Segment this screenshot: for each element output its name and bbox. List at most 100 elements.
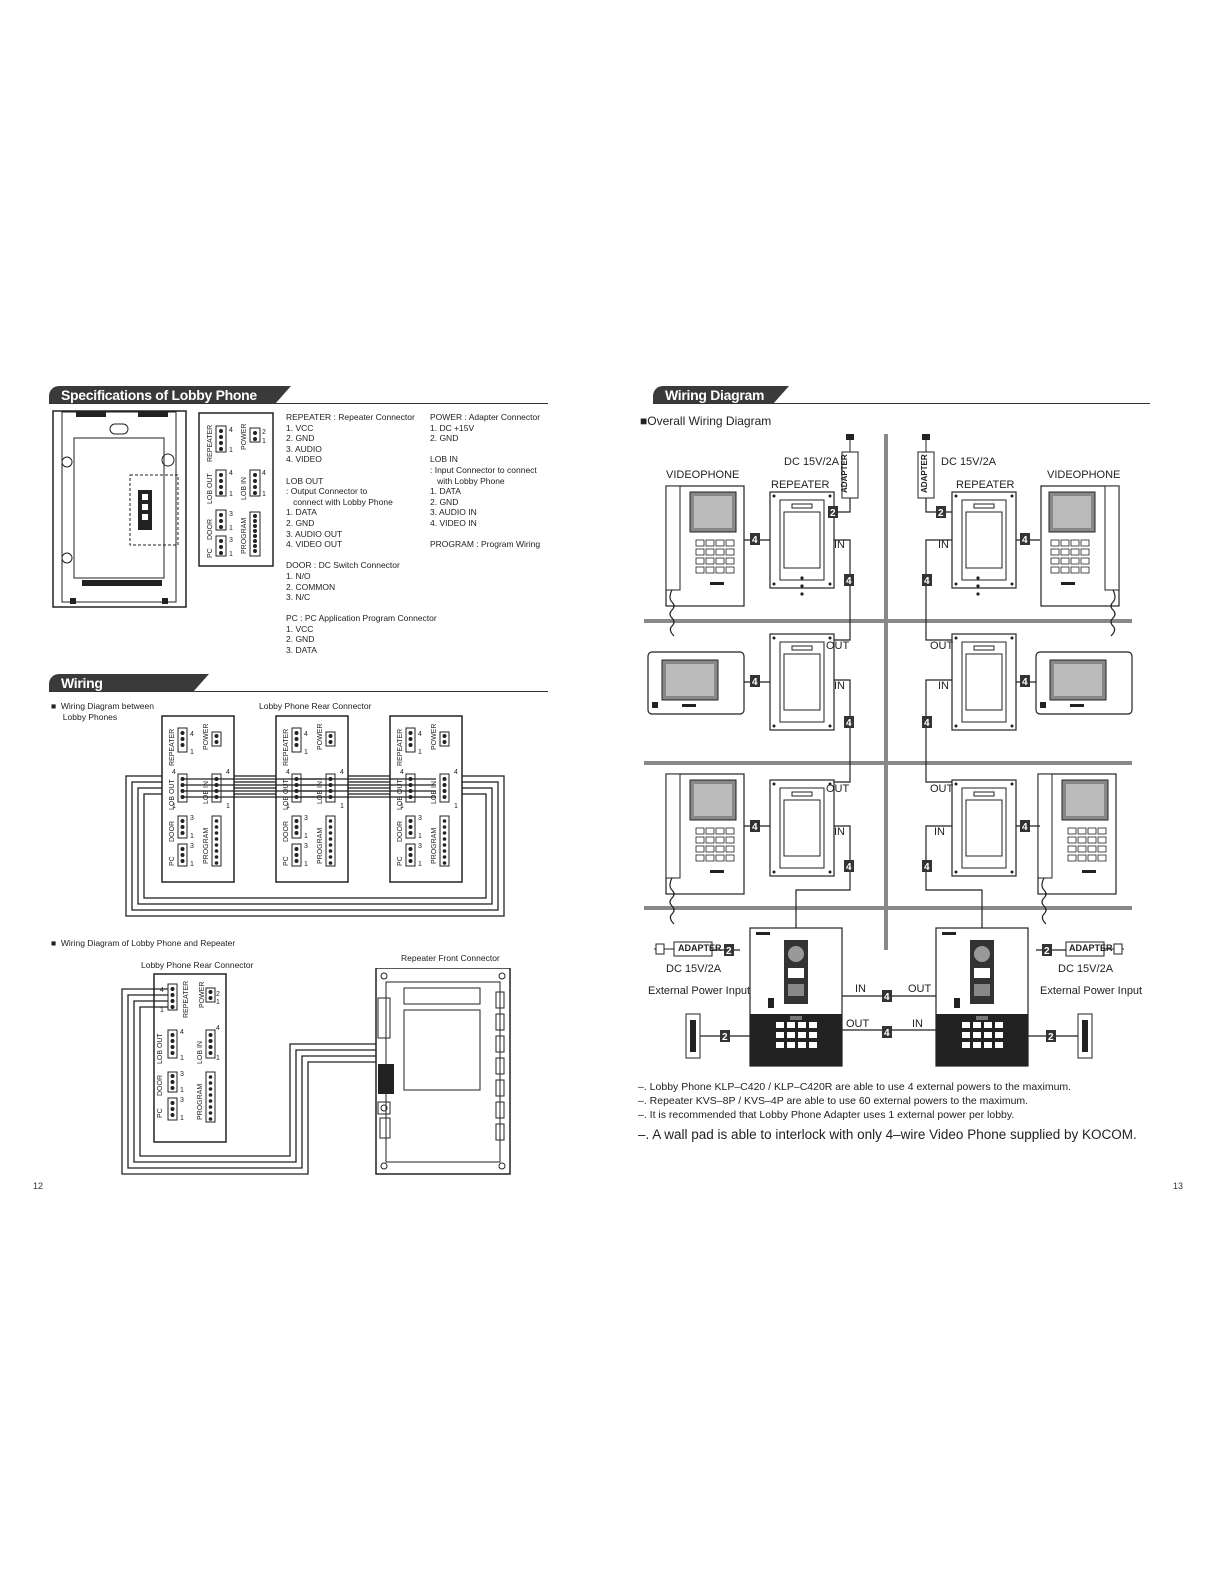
svg-text:DOOR: DOOR (169, 821, 176, 842)
svg-text:1: 1 (304, 749, 308, 756)
svg-text:3: 3 (304, 815, 308, 822)
svg-text:4: 4 (180, 1029, 184, 1036)
svg-text:POWER: POWER (241, 424, 248, 450)
svg-text:4: 4 (752, 677, 758, 688)
svg-text:REPEATER: REPEATER (207, 425, 214, 462)
svg-text:POWER: POWER (317, 724, 324, 750)
note-3: –. It is recommended that Lobby Phone Ad… (638, 1109, 1015, 1121)
spec-line: connect with Lobby Phone (286, 496, 393, 507)
svg-text:4: 4 (1022, 822, 1028, 833)
section-rule (653, 403, 1150, 404)
spec-line: 4. VIDEO OUT (286, 539, 343, 550)
label-in-bottom: IN (855, 983, 866, 995)
lobby-phone-chain-diagram: REPEATER POWER LOB OUT LOB IN DOOR PC PR… (125, 715, 505, 917)
lobby-repeater-wiring-diagram: REPEATER POWER LOB OUT LOB IN DOOR PC PR… (121, 968, 511, 1175)
svg-text:PROGRAM: PROGRAM (241, 518, 248, 554)
svg-text:3: 3 (180, 1097, 184, 1104)
rear-connector-label-2: Lobby Phone Rear Connector (141, 960, 254, 970)
spec-line: 3. AUDIO IN (430, 507, 477, 518)
svg-text:4: 4 (229, 470, 233, 477)
svg-text:1: 1 (454, 803, 458, 810)
svg-text:1: 1 (180, 1055, 184, 1062)
svg-text:4: 4 (846, 576, 852, 587)
svg-text:2: 2 (1044, 946, 1050, 957)
spec-line: 1. DATA (430, 486, 461, 497)
svg-text:3: 3 (190, 843, 194, 850)
section-title-terminal-spec: Specifications of Lobby Phone Terminal (49, 386, 291, 421)
svg-text:4: 4 (286, 769, 290, 776)
label-out: OUT (930, 783, 954, 795)
svg-text:POWER: POWER (199, 982, 206, 1008)
note-1: –. Lobby Phone KLP–C420 / KLP–C420R are … (638, 1081, 1072, 1093)
svg-text:1: 1 (180, 1115, 184, 1122)
spec-line: 1. N/O (286, 570, 311, 581)
svg-text:4: 4 (884, 992, 890, 1003)
svg-text:4: 4 (160, 987, 164, 994)
label-out: OUT (930, 640, 954, 652)
svg-text:PC: PC (157, 1108, 164, 1118)
svg-text:1: 1 (286, 803, 290, 810)
svg-text:1: 1 (180, 1087, 184, 1094)
svg-text:2: 2 (722, 1032, 728, 1043)
svg-text:1: 1 (400, 803, 404, 810)
label-out: OUT (826, 783, 850, 795)
svg-text:PC: PC (283, 856, 290, 866)
svg-text:1: 1 (190, 861, 194, 868)
label-in: IN (834, 826, 845, 838)
svg-text:DOOR: DOOR (207, 519, 214, 540)
svg-text:4: 4 (924, 718, 930, 729)
svg-text:4: 4 (1022, 677, 1028, 688)
svg-text:1: 1 (216, 1055, 220, 1062)
spec-line: 4. VIDEO (286, 454, 322, 465)
section-rule (49, 403, 548, 404)
spec-line: 2. GND (286, 517, 315, 528)
svg-text:1: 1 (226, 803, 230, 810)
label-out-bottom: OUT (908, 983, 932, 995)
svg-text:PC: PC (397, 856, 404, 866)
adapter-label-top-left: ADAPTER (840, 454, 849, 493)
svg-text:2: 2 (262, 429, 266, 436)
spec-line: 2. COMMON (286, 581, 336, 592)
svg-text:4: 4 (846, 862, 852, 873)
spec-line (286, 603, 437, 614)
page-number-right: 13 (1173, 1181, 1184, 1191)
spec-line (286, 465, 437, 476)
svg-text:4: 4 (400, 769, 404, 776)
label-in: IN (834, 539, 845, 551)
label-in: IN (834, 680, 845, 692)
svg-text:1: 1 (418, 833, 422, 840)
label-out-bottom-2: OUT (846, 1018, 870, 1030)
spec-line: LOB OUT (286, 475, 324, 486)
svg-text:REPEATER: REPEATER (183, 981, 190, 1018)
spec-line: DOOR : DC Switch Connector (286, 560, 400, 571)
svg-text:4: 4 (226, 769, 230, 776)
spec-line: 3. N/C (286, 592, 311, 603)
svg-text:1: 1 (304, 833, 308, 840)
svg-text:PROGRAM: PROGRAM (431, 828, 438, 864)
svg-text:1: 1 (216, 999, 220, 1006)
svg-text:4: 4 (846, 718, 852, 729)
section-title-wiring-diagram: Wiring Diagram (653, 386, 789, 404)
spec-line: 3. AUDIO OUT (286, 528, 343, 539)
svg-text:REPEATER: REPEATER (397, 729, 404, 766)
svg-text:LOB IN: LOB IN (197, 1041, 204, 1064)
svg-text:LOB IN: LOB IN (203, 781, 210, 804)
svg-text:1: 1 (418, 861, 422, 868)
spec-line: 2. GND (430, 496, 459, 507)
label-power-bottom-left: DC 15V/2A (666, 963, 722, 975)
spec-line: with Lobby Phone (430, 475, 505, 486)
svg-text:4: 4 (454, 769, 458, 776)
spec-line: 1. VCC (286, 422, 314, 433)
svg-text:4: 4 (924, 862, 930, 873)
svg-text:4: 4 (262, 470, 266, 477)
spec-line: 2. GND (286, 433, 315, 444)
label-repeater-left: REPEATER (771, 479, 830, 491)
spec-line (286, 550, 437, 561)
svg-text:LOB OUT: LOB OUT (207, 473, 214, 504)
svg-text:PC: PC (207, 548, 214, 558)
svg-text:DOOR: DOOR (157, 1075, 164, 1096)
svg-text:1: 1 (418, 749, 422, 756)
svg-text:3: 3 (418, 815, 422, 822)
svg-text:REPEATER: REPEATER (169, 729, 176, 766)
